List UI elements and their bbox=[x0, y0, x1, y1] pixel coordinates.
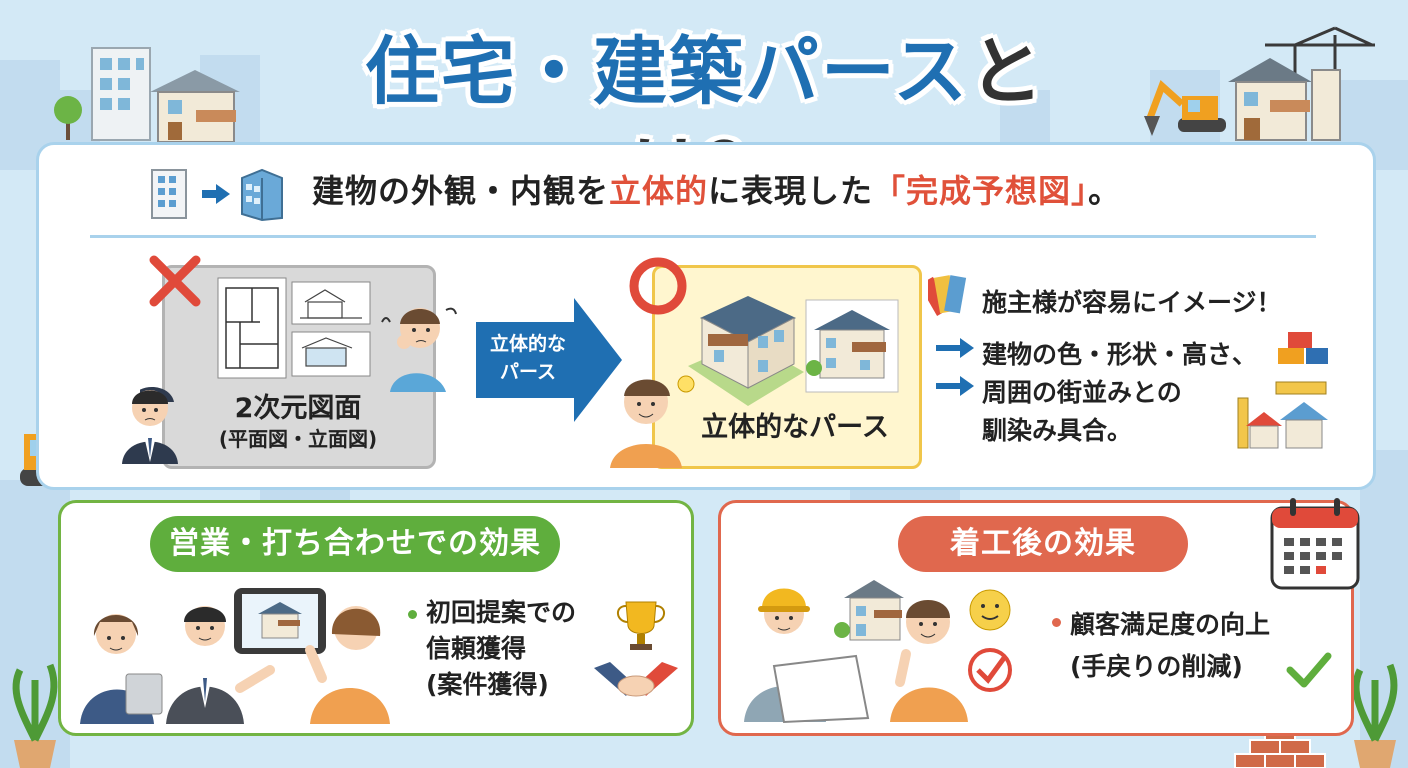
blocks-icon bbox=[1278, 332, 1328, 364]
arrow-right-icon bbox=[202, 184, 230, 204]
drawing-2d-illustration bbox=[140, 255, 457, 402]
plant-icon bbox=[1352, 663, 1398, 768]
page-title: 住宅・建築パースとは？ bbox=[290, 22, 1120, 215]
building-icon bbox=[151, 169, 187, 219]
rendering-3d-label: 立体的なパース bbox=[701, 412, 889, 443]
color-swatch-icon bbox=[928, 275, 967, 316]
arrow-right-icon bbox=[476, 298, 622, 422]
arrow-right-icon bbox=[936, 338, 974, 358]
smile-icon bbox=[969, 589, 1011, 631]
benefit-blend: 馴染み具合。 bbox=[982, 416, 1133, 445]
plant-icon bbox=[54, 96, 82, 140]
rendering-3d-illustration bbox=[610, 257, 899, 468]
after-construction-illustration bbox=[744, 580, 1012, 724]
businesswoman bbox=[80, 614, 163, 724]
sales-bullet-dot bbox=[408, 610, 417, 619]
benefit-easy-imagine: 施主様が容易にイメージ！ bbox=[982, 288, 1282, 317]
client-woman bbox=[305, 606, 390, 724]
benefit-color-shape-height: 建物の色・形状・高さ、 bbox=[982, 340, 1258, 369]
happy-person bbox=[610, 375, 695, 468]
sales-meeting-illustration bbox=[80, 588, 390, 724]
drawing-2d-label: 2次元図面 (平面図・立面図) bbox=[166, 392, 430, 452]
after-bullet: 顧客満足度の向上 (手戻りの削減) bbox=[1070, 604, 1270, 688]
benefit-surroundings: 周囲の街並みとの bbox=[982, 378, 1182, 407]
headline-icons bbox=[151, 168, 283, 222]
excavator-icon bbox=[1144, 79, 1226, 136]
after-bullet-line1: 顧客満足度の向上 bbox=[1070, 610, 1271, 639]
businessman bbox=[166, 606, 275, 724]
plant-icon bbox=[12, 663, 58, 768]
building-3d-icon bbox=[241, 168, 283, 222]
cross-icon bbox=[149, 255, 201, 307]
house-left bbox=[150, 70, 240, 143]
arrow-label: 立体的な パース bbox=[486, 330, 570, 386]
ruler-icon bbox=[1237, 381, 1327, 449]
sales-bullet: 初回提案での 信頼獲得 (案件獲得) bbox=[426, 595, 576, 703]
after-construction-heading: 着工後の効果 bbox=[898, 516, 1188, 572]
trophy-icon bbox=[617, 601, 665, 650]
hardhat-icon bbox=[762, 588, 806, 608]
house-3d-render bbox=[688, 296, 804, 406]
calendar-icon bbox=[1270, 498, 1360, 590]
blueprint-icon bbox=[772, 654, 870, 724]
headline-highlight-3d: 立体的 bbox=[609, 172, 709, 210]
headline: 建物の外観・内観を立体的に表現した「完成予想図」。 bbox=[312, 166, 1121, 212]
house-icon bbox=[834, 580, 904, 641]
check-icon bbox=[968, 648, 1012, 692]
arrow-label-line1: 立体的な bbox=[489, 333, 566, 355]
apartment-building-left bbox=[91, 47, 151, 141]
arrow-right-icon bbox=[936, 376, 974, 396]
headline-part3: 。 bbox=[1088, 172, 1122, 210]
construction-worker bbox=[744, 588, 870, 724]
clipboard-icon bbox=[125, 673, 163, 715]
divider bbox=[90, 235, 1316, 238]
handshake-icon bbox=[594, 662, 678, 697]
after-bullet-line2: (手戻りの削減) bbox=[1070, 652, 1243, 681]
confused-person bbox=[381, 307, 457, 392]
house-3d-render-small bbox=[805, 299, 899, 393]
floor-plan-drawing bbox=[217, 277, 287, 379]
house-right bbox=[1228, 58, 1341, 141]
after-bullet-dot bbox=[1052, 618, 1061, 627]
happy-client bbox=[890, 600, 968, 722]
circle-icon bbox=[629, 257, 687, 315]
headline-part1: 建物の外観・内観を bbox=[312, 172, 610, 210]
headline-part2: に表現した bbox=[708, 172, 874, 210]
title-main: 住宅・建築パース bbox=[364, 29, 970, 115]
house-icon bbox=[1246, 402, 1328, 449]
lightbulb-icon bbox=[677, 375, 695, 393]
headline-highlight-rendering: 「完成予想図」 bbox=[873, 172, 1089, 210]
elevation-drawing bbox=[291, 281, 371, 377]
arrow-label-line2: パース bbox=[499, 361, 557, 383]
tablet-icon bbox=[234, 588, 326, 654]
sales-icons bbox=[594, 601, 678, 697]
drawing-2d-title: 2次元図面 bbox=[234, 393, 362, 424]
sales-bullet-line2: 信頼獲得 bbox=[426, 634, 527, 663]
benefit-icons bbox=[928, 275, 1328, 449]
businessman-left bbox=[122, 390, 178, 464]
drawing-2d-subtitle: (平面図・立面図) bbox=[218, 427, 378, 451]
check-icon bbox=[1286, 652, 1332, 688]
sales-bullet-line3: (案件獲得) bbox=[426, 670, 549, 699]
sales-effect-heading: 営業・打ち合わせでの効果 bbox=[150, 516, 560, 572]
sales-bullet-line1: 初回提案での bbox=[426, 598, 577, 627]
